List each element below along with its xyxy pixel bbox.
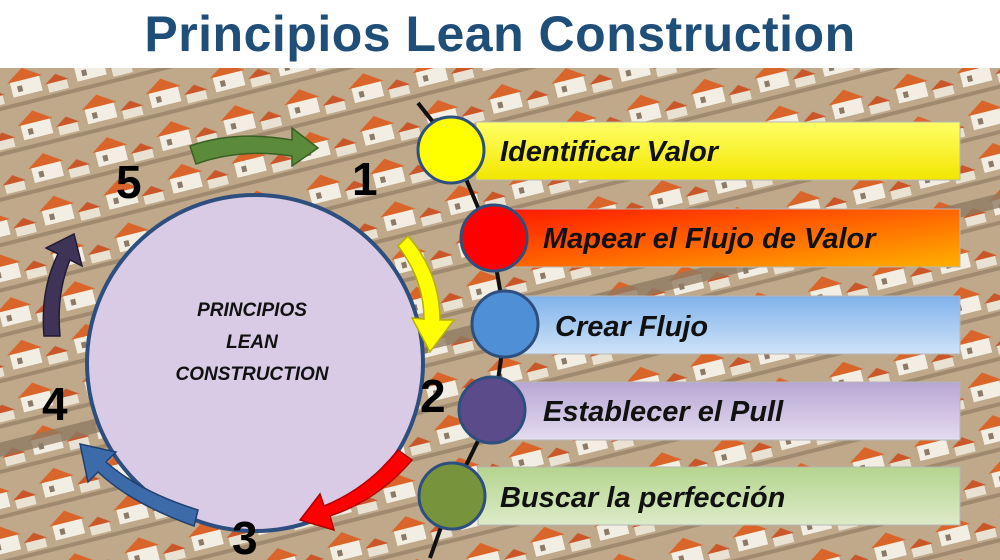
step-circle-4 (457, 375, 527, 445)
lean-diagram: Identificar Valor Mapear el Flujo de Val… (0, 68, 1000, 560)
page-title: Principios Lean Construction (0, 0, 1000, 68)
step-label-1: Identificar Valor (500, 136, 720, 168)
cycle-number-4: 4 (42, 378, 68, 430)
step-bar-3: Crear Flujo (521, 295, 961, 355)
step-circle-2 (459, 203, 529, 273)
step-circle-1 (416, 115, 486, 185)
cycle-arrow-5-to-1 (189, 126, 320, 168)
step-bar-4: Establecer el Pull (505, 381, 961, 441)
step-label-4: Establecer el Pull (543, 396, 784, 428)
step-label-2: Mapear el Flujo de Valor (543, 223, 877, 255)
step-label-5: Buscar la perfección (500, 482, 785, 514)
cycle-number-5: 5 (116, 156, 142, 208)
cycle-arrow-1-to-2 (397, 234, 456, 354)
step-bar-5: Buscar la perfección (477, 466, 961, 526)
cycle-number-1: 1 (352, 153, 378, 205)
center-circle (85, 193, 425, 533)
cycle-arrow-2-to-3 (298, 448, 414, 532)
cycle-number-2: 2 (420, 370, 446, 422)
center-label-line-1: PRINCIPIOS (197, 300, 307, 321)
cycle-number-3: 3 (232, 512, 258, 560)
step-circle-5 (417, 461, 487, 531)
title-text: Principios Lean Construction (144, 6, 856, 62)
cycle-arrow-3-to-4 (79, 443, 199, 527)
center-label-line-2: LEAN (226, 332, 279, 353)
diagram-scene: Identificar Valor Mapear el Flujo de Val… (0, 68, 1000, 560)
step-bar-1: Identificar Valor (475, 121, 961, 181)
step-bar-2: Mapear el Flujo de Valor (511, 208, 961, 268)
step-circle-3 (470, 289, 540, 359)
cycle-arrow-4-to-5 (42, 232, 84, 337)
center-label-line-3: CONSTRUCTION (175, 364, 329, 385)
step-label-3: Crear Flujo (555, 311, 708, 343)
